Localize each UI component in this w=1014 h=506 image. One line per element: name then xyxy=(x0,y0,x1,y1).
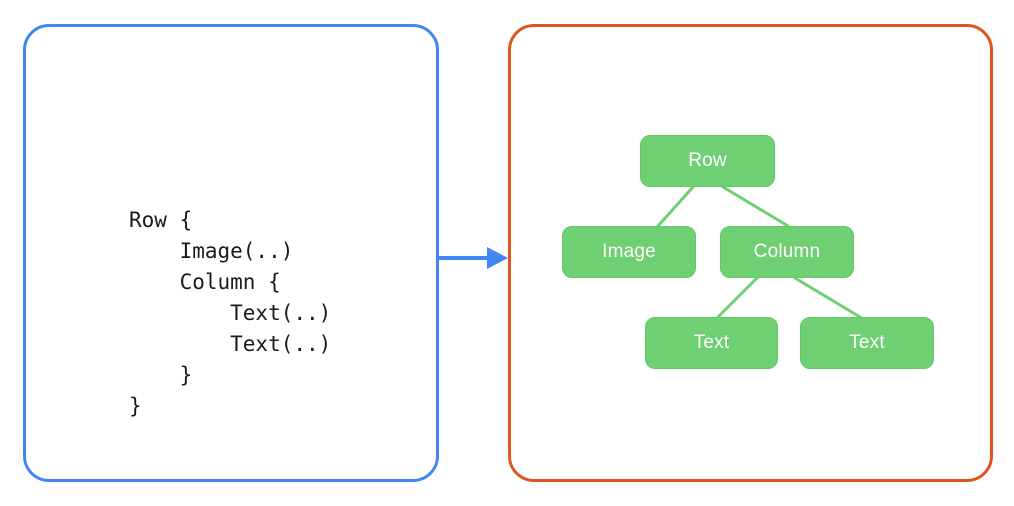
tree-edge-row-image xyxy=(656,185,695,228)
tree-edge-row-column xyxy=(721,185,790,228)
tree-node-label: Image xyxy=(602,241,656,262)
tree-edges xyxy=(656,185,862,319)
tree-node-label: Text xyxy=(693,332,730,353)
tree-node-label: Text xyxy=(849,332,885,353)
tree-node-text1[interactable]: Text xyxy=(645,317,778,369)
tree-node-label: Row xyxy=(688,150,727,171)
tree-node-column[interactable]: Column xyxy=(720,226,854,278)
tree-node-text2[interactable]: Text xyxy=(800,317,934,369)
code-panel: Row { Image(..) Column { Text(..) Text(.… xyxy=(23,24,439,482)
tree-node-image[interactable]: Image xyxy=(562,226,696,278)
tree-node-row[interactable]: Row xyxy=(640,135,775,187)
tree-edge-column-text1 xyxy=(716,276,759,319)
tree-node-label: Column xyxy=(753,241,821,262)
flow-arrow xyxy=(439,247,508,269)
tree-edge-column-text2 xyxy=(793,276,862,319)
code-snippet: Row { Image(..) Column { Text(..) Text(.… xyxy=(129,208,332,418)
